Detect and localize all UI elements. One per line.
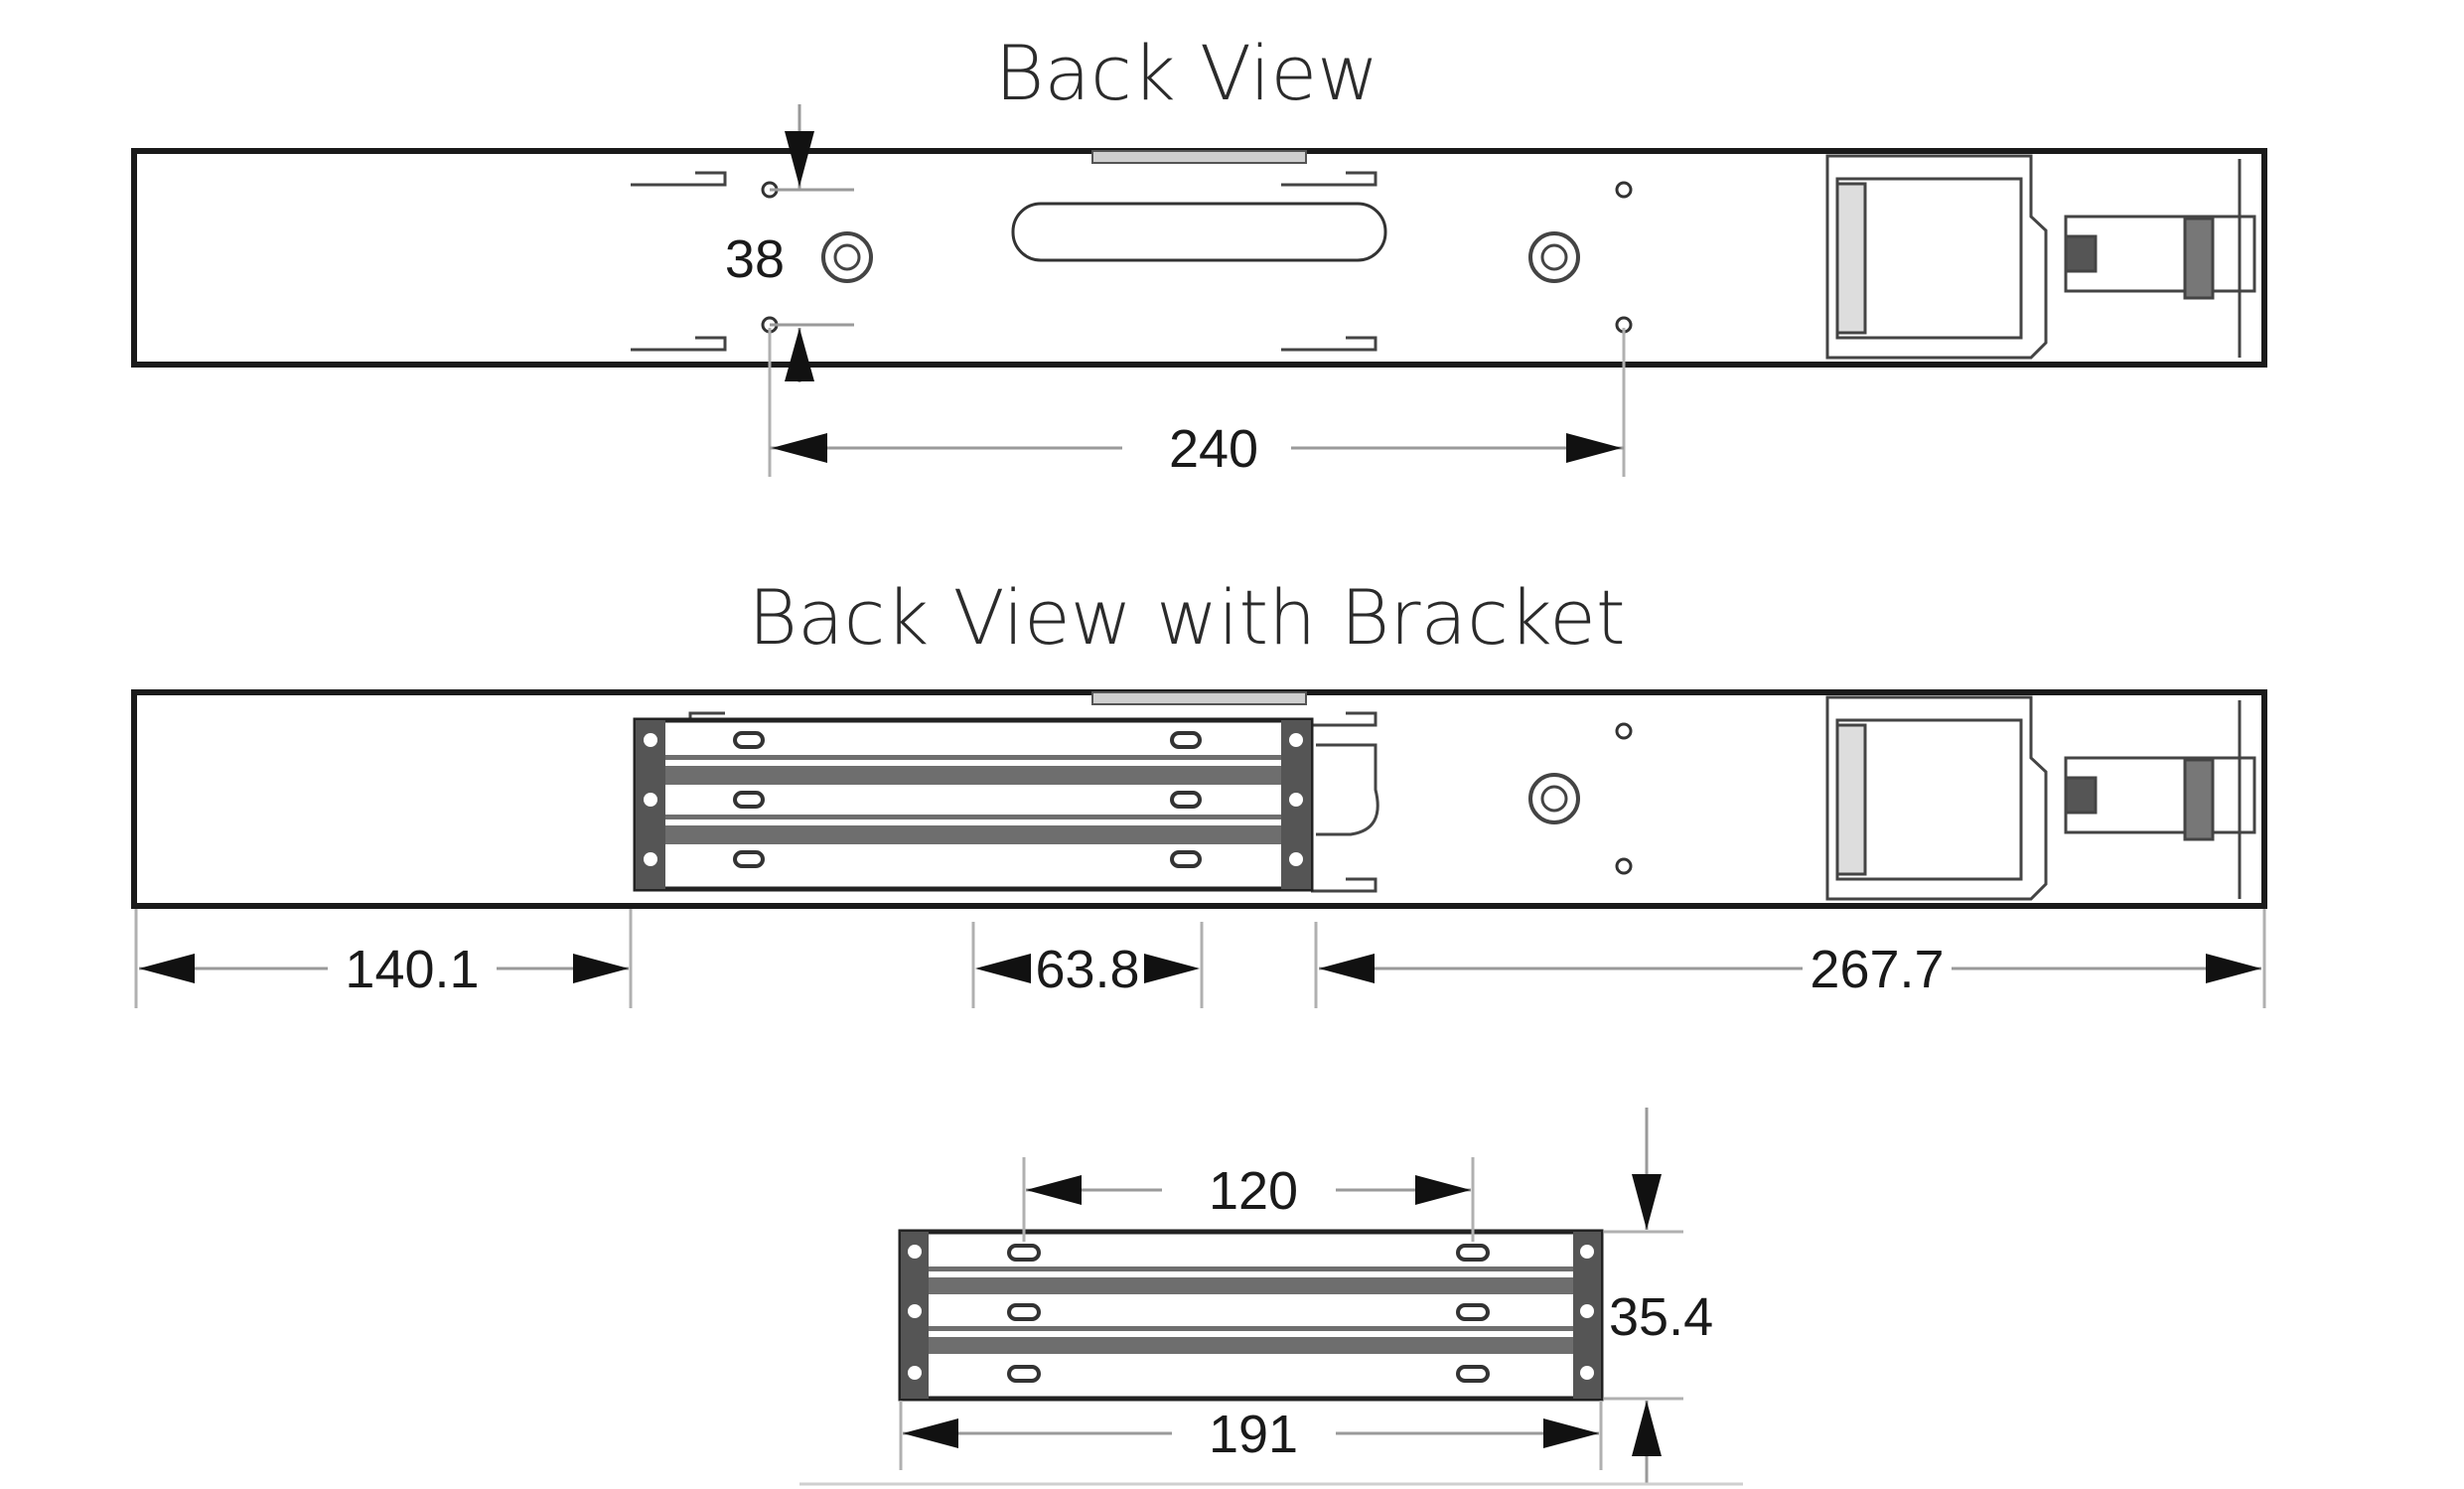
bracket-view-top-tab <box>1091 691 1307 705</box>
dim-label-140-1: 140.1 <box>345 940 479 999</box>
bracket-view-holes <box>1528 722 1633 875</box>
dim-horizontal-240: 240 <box>768 328 1626 479</box>
dim-label-63-8: 63.8 <box>1035 940 1139 999</box>
mounting-holes <box>761 181 1633 334</box>
dim-label-38: 38 <box>725 229 785 289</box>
center-slot <box>1011 202 1387 262</box>
dim-35-4: 35.4 <box>1604 1108 1713 1485</box>
dim-vertical-38: 38 <box>725 104 854 382</box>
bracket-plate <box>898 1229 1604 1402</box>
dim-label-120: 120 <box>1209 1161 1298 1221</box>
back-view: Back View <box>131 29 2267 479</box>
dim-140-1: 140.1 <box>134 909 633 1008</box>
dim-label-240: 240 <box>1169 419 1258 479</box>
dim-267-7: 267.7 <box>1314 909 2266 1008</box>
back-view-with-bracket-title: Back View with Bracket <box>748 573 1625 662</box>
dim-label-267-7: 267.7 <box>1810 940 1944 999</box>
dim-191: 191 <box>899 1401 1603 1470</box>
mounted-bracket <box>633 717 1314 892</box>
back-view-title: Back View <box>995 29 1379 117</box>
connector-housing <box>1825 154 2256 360</box>
dim-120: 120 <box>1022 1157 1475 1242</box>
side-hooks <box>631 171 1377 352</box>
bracket-detail: 120 35.4 191 <box>799 1108 1743 1486</box>
dim-label-35-4: 35.4 <box>1609 1287 1713 1347</box>
top-tab <box>1091 150 1307 164</box>
dim-63-8: 63.8 <box>971 922 1204 1008</box>
bracket-view-connector-housing <box>1825 695 2256 901</box>
dim-label-191: 191 <box>1209 1405 1298 1464</box>
bracket-view-hooks <box>688 711 1379 893</box>
back-view-with-bracket: Back View with Bracket <box>131 573 2267 1008</box>
